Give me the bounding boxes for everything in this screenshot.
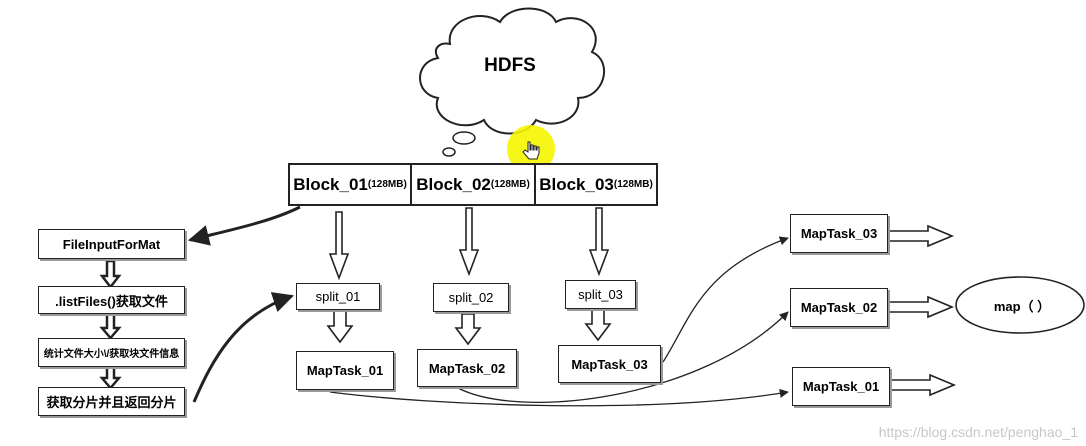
step-get-splits: 获取分片并且返回分片: [38, 387, 185, 416]
arrow-steps-to-split: [192, 292, 294, 403]
hand-cursor-icon: [522, 141, 540, 160]
arrow-block-to-fileinput: [187, 205, 301, 246]
hollow-arrow-split3: [584, 309, 612, 342]
right-maptask-03: MapTask_03: [790, 214, 888, 253]
block-03-name: Block_03: [539, 174, 614, 194]
right-arrow-maptask03: [887, 224, 955, 248]
block-02: Block_02(128MB): [410, 163, 536, 206]
block-03: Block_03(128MB): [534, 163, 658, 206]
cloud-bubble-small: [442, 147, 456, 157]
cloud-bubble-large: [452, 131, 476, 145]
down-arrow-step2: [99, 312, 122, 340]
right-arrow-maptask01: [889, 373, 957, 397]
map-label: map（ ）: [993, 298, 1051, 314]
hollow-arrow-block1: [328, 211, 350, 281]
curve-maptask03-to-right: [662, 236, 789, 363]
block-02-name: Block_02: [416, 174, 491, 194]
right-maptask-02: MapTask_02: [790, 288, 888, 327]
down-arrow-step3: [99, 365, 122, 390]
step-stat-filesize: 统计文件大小\/获取块文件信息: [38, 338, 185, 367]
block-02-size: (128MB): [490, 179, 530, 190]
curve-maptask01-to-right: [329, 388, 789, 407]
watermark: https://blog.csdn.net/penghao_1: [878, 424, 1078, 440]
maptask-03: MapTask_03: [558, 345, 661, 383]
maptask-02: MapTask_02: [417, 349, 517, 387]
block-01: Block_01(128MB): [288, 163, 412, 206]
step-fileinputformat: FileInputForMat: [38, 229, 185, 259]
hdfs-label: HDFS: [484, 55, 536, 76]
maptask-01: MapTask_01: [296, 351, 394, 390]
down-arrow-step1: [99, 259, 122, 290]
map-ellipse: [955, 276, 1085, 334]
split-01: split_01: [296, 283, 380, 310]
hollow-arrow-split1: [326, 309, 354, 344]
hollow-arrow-split2: [454, 313, 482, 346]
curve-maptask02-to-right: [457, 311, 789, 403]
block-03-size: (128MB): [613, 179, 653, 190]
block-01-name: Block_01: [293, 174, 368, 194]
hdfs-cloud: [419, 7, 606, 135]
right-maptask-01: MapTask_01: [792, 367, 890, 406]
hollow-arrow-block2: [458, 207, 480, 277]
split-03: split_03: [565, 280, 636, 309]
block-01-size: (128MB): [367, 179, 407, 190]
hollow-arrow-block3: [588, 207, 610, 277]
right-arrow-maptask02: [887, 295, 955, 319]
step-listfiles: .listFiles()获取文件: [38, 286, 185, 314]
split-02: split_02: [433, 283, 509, 312]
